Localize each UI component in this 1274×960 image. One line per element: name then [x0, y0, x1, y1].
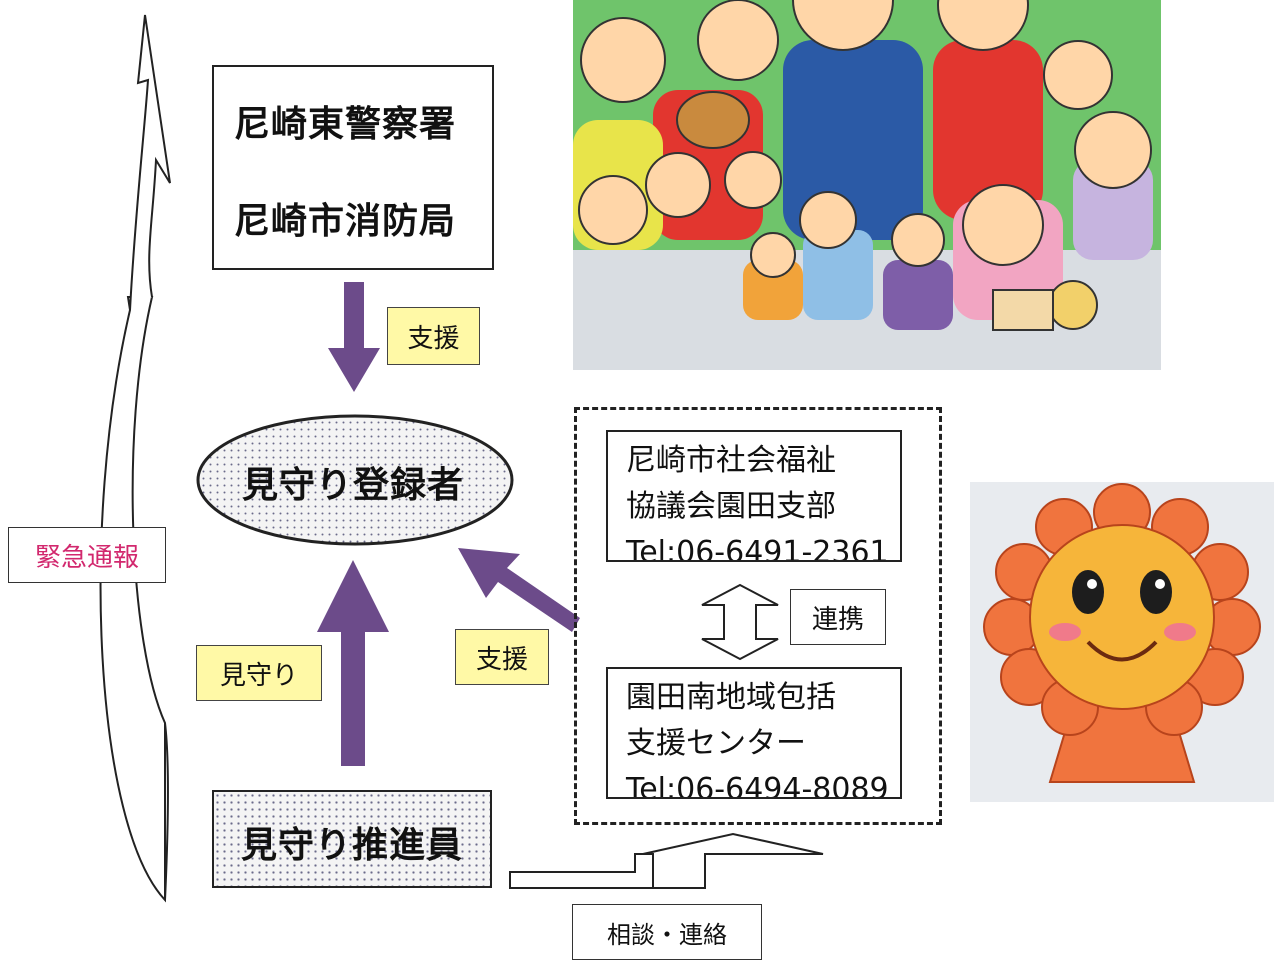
emergency-curved-arrow: [99, 14, 171, 903]
welfare-council-tel: Tel:06-6491-2361: [626, 535, 889, 562]
watch-up-arrow: [317, 560, 389, 766]
dashed-region: [574, 407, 942, 825]
cooperation-arrow: [701, 583, 779, 661]
watch-label: 見守り: [196, 645, 322, 701]
registrant-ellipse: [196, 414, 514, 546]
welfare-council-line2: 協議会園田支部: [626, 489, 836, 524]
crowd-illustration: [573, 0, 1161, 370]
fire-department-label: 尼崎市消防局: [234, 201, 457, 242]
support-down-arrow: [328, 282, 380, 392]
promoter-label: 見守り推進員: [240, 825, 463, 866]
cooperation-label: 連携: [790, 589, 886, 645]
welfare-council-line1: 尼崎市社会福祉: [626, 443, 836, 478]
consult-arrow: [509, 832, 824, 889]
support-label-right: 支援: [455, 629, 549, 685]
welfare-council-box: 尼崎市社会福祉 協議会園田支部 Tel:06-6491-2361: [606, 430, 902, 562]
emergency-label: 緊急通報: [8, 527, 166, 583]
support-label-top: 支援: [387, 307, 480, 365]
support-center-line1: 園田南地域包括: [626, 680, 836, 715]
authorities-box: 尼崎東警察署 尼崎市消防局: [212, 65, 494, 270]
support-center-line2: 支援センター: [626, 726, 806, 761]
registrant-label: 見守り登録者: [241, 465, 464, 506]
sunflower-mascot: [970, 482, 1274, 802]
support-center-box: 園田南地域包括 支援センター Tel:06-6494-8089: [606, 667, 902, 799]
support-center-tel: Tel:06-6494-8089: [626, 772, 889, 799]
promoter-box: 見守り推進員: [212, 790, 492, 888]
consult-label: 相談・連絡: [572, 904, 762, 960]
police-station-label: 尼崎東警察署: [234, 104, 457, 145]
support-diagonal-arrow: [458, 548, 580, 632]
